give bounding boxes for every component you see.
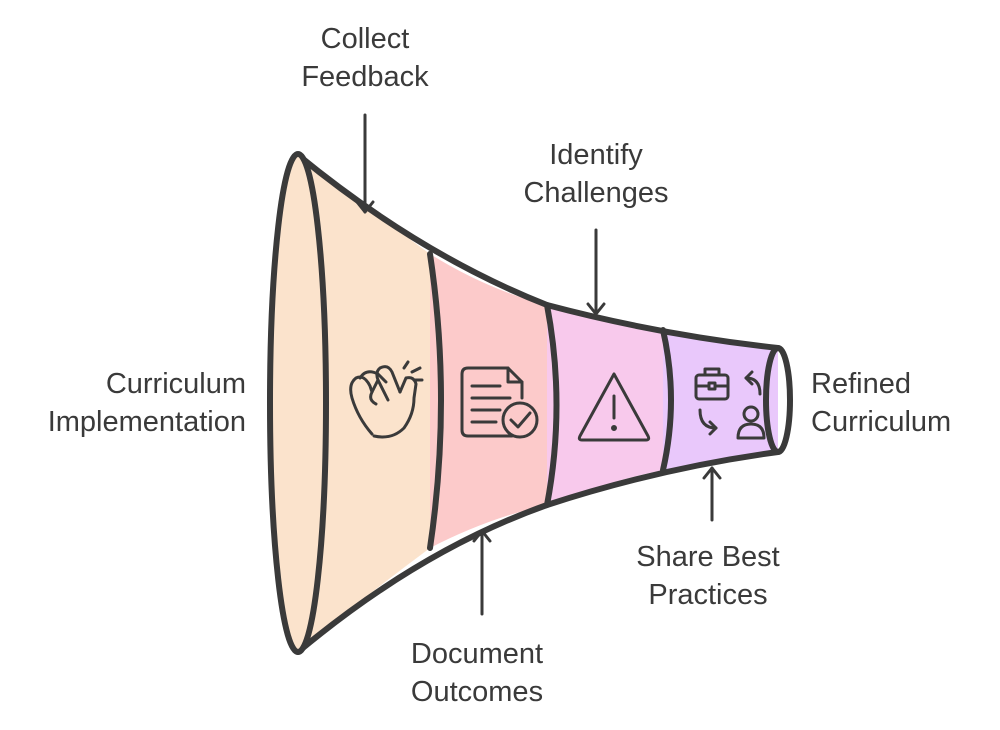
document-check-icon	[460, 366, 539, 439]
label-collect-feedback-line1: Collect	[320, 23, 410, 55]
stage-divider-2	[544, 302, 560, 508]
label-curriculum-implementation: Curriculum Implementation	[48, 365, 246, 441]
label-curriculum-implementation-line1: Curriculum	[105, 368, 246, 400]
arrow-share-best-practices	[702, 466, 722, 522]
clapping-hands-icon	[349, 360, 424, 439]
stage-identify-challenges	[547, 305, 663, 505]
stage-curriculum-implementation	[298, 155, 430, 652]
label-refined-curriculum: Refined Curriculum	[811, 365, 951, 441]
warning-triangle-icon	[577, 372, 651, 442]
callout-arrows	[355, 113, 722, 616]
stage-divider-1	[427, 251, 444, 551]
label-document-outcomes-line1: Document	[410, 638, 544, 670]
funnel-mouth	[267, 151, 329, 655]
label-identify-challenges-line1: Identify	[549, 139, 643, 171]
label-refined-curriculum-line2: Curriculum	[811, 406, 952, 438]
label-share-best-practices-line1: Share Best	[636, 541, 780, 573]
funnel-outlet	[763, 345, 793, 455]
stage-document-outcomes	[430, 254, 547, 548]
stage-divider-3	[660, 327, 674, 473]
label-collect-feedback: Collect Feedback	[265, 20, 465, 96]
briefcase-exchange-icon	[694, 367, 766, 440]
label-identify-challenges-line2: Challenges	[523, 177, 669, 209]
label-document-outcomes-line2: Outcomes	[410, 676, 544, 708]
arrow-identify-challenges	[586, 228, 606, 316]
label-identify-challenges: Identify Challenges	[496, 136, 696, 212]
arrow-collect-feedback	[355, 113, 375, 214]
label-curriculum-implementation-line2: Implementation	[47, 406, 246, 438]
label-share-best-practices: Share Best Practices	[608, 538, 808, 614]
arrow-document-outcomes	[472, 529, 492, 616]
label-share-best-practices-line2: Practices	[648, 579, 768, 611]
label-collect-feedback-line2: Feedback	[301, 61, 429, 93]
label-document-outcomes: Document Outcomes	[377, 635, 577, 711]
label-refined-curriculum-line1: Refined	[811, 368, 911, 400]
funnel-outline	[267, 151, 793, 655]
